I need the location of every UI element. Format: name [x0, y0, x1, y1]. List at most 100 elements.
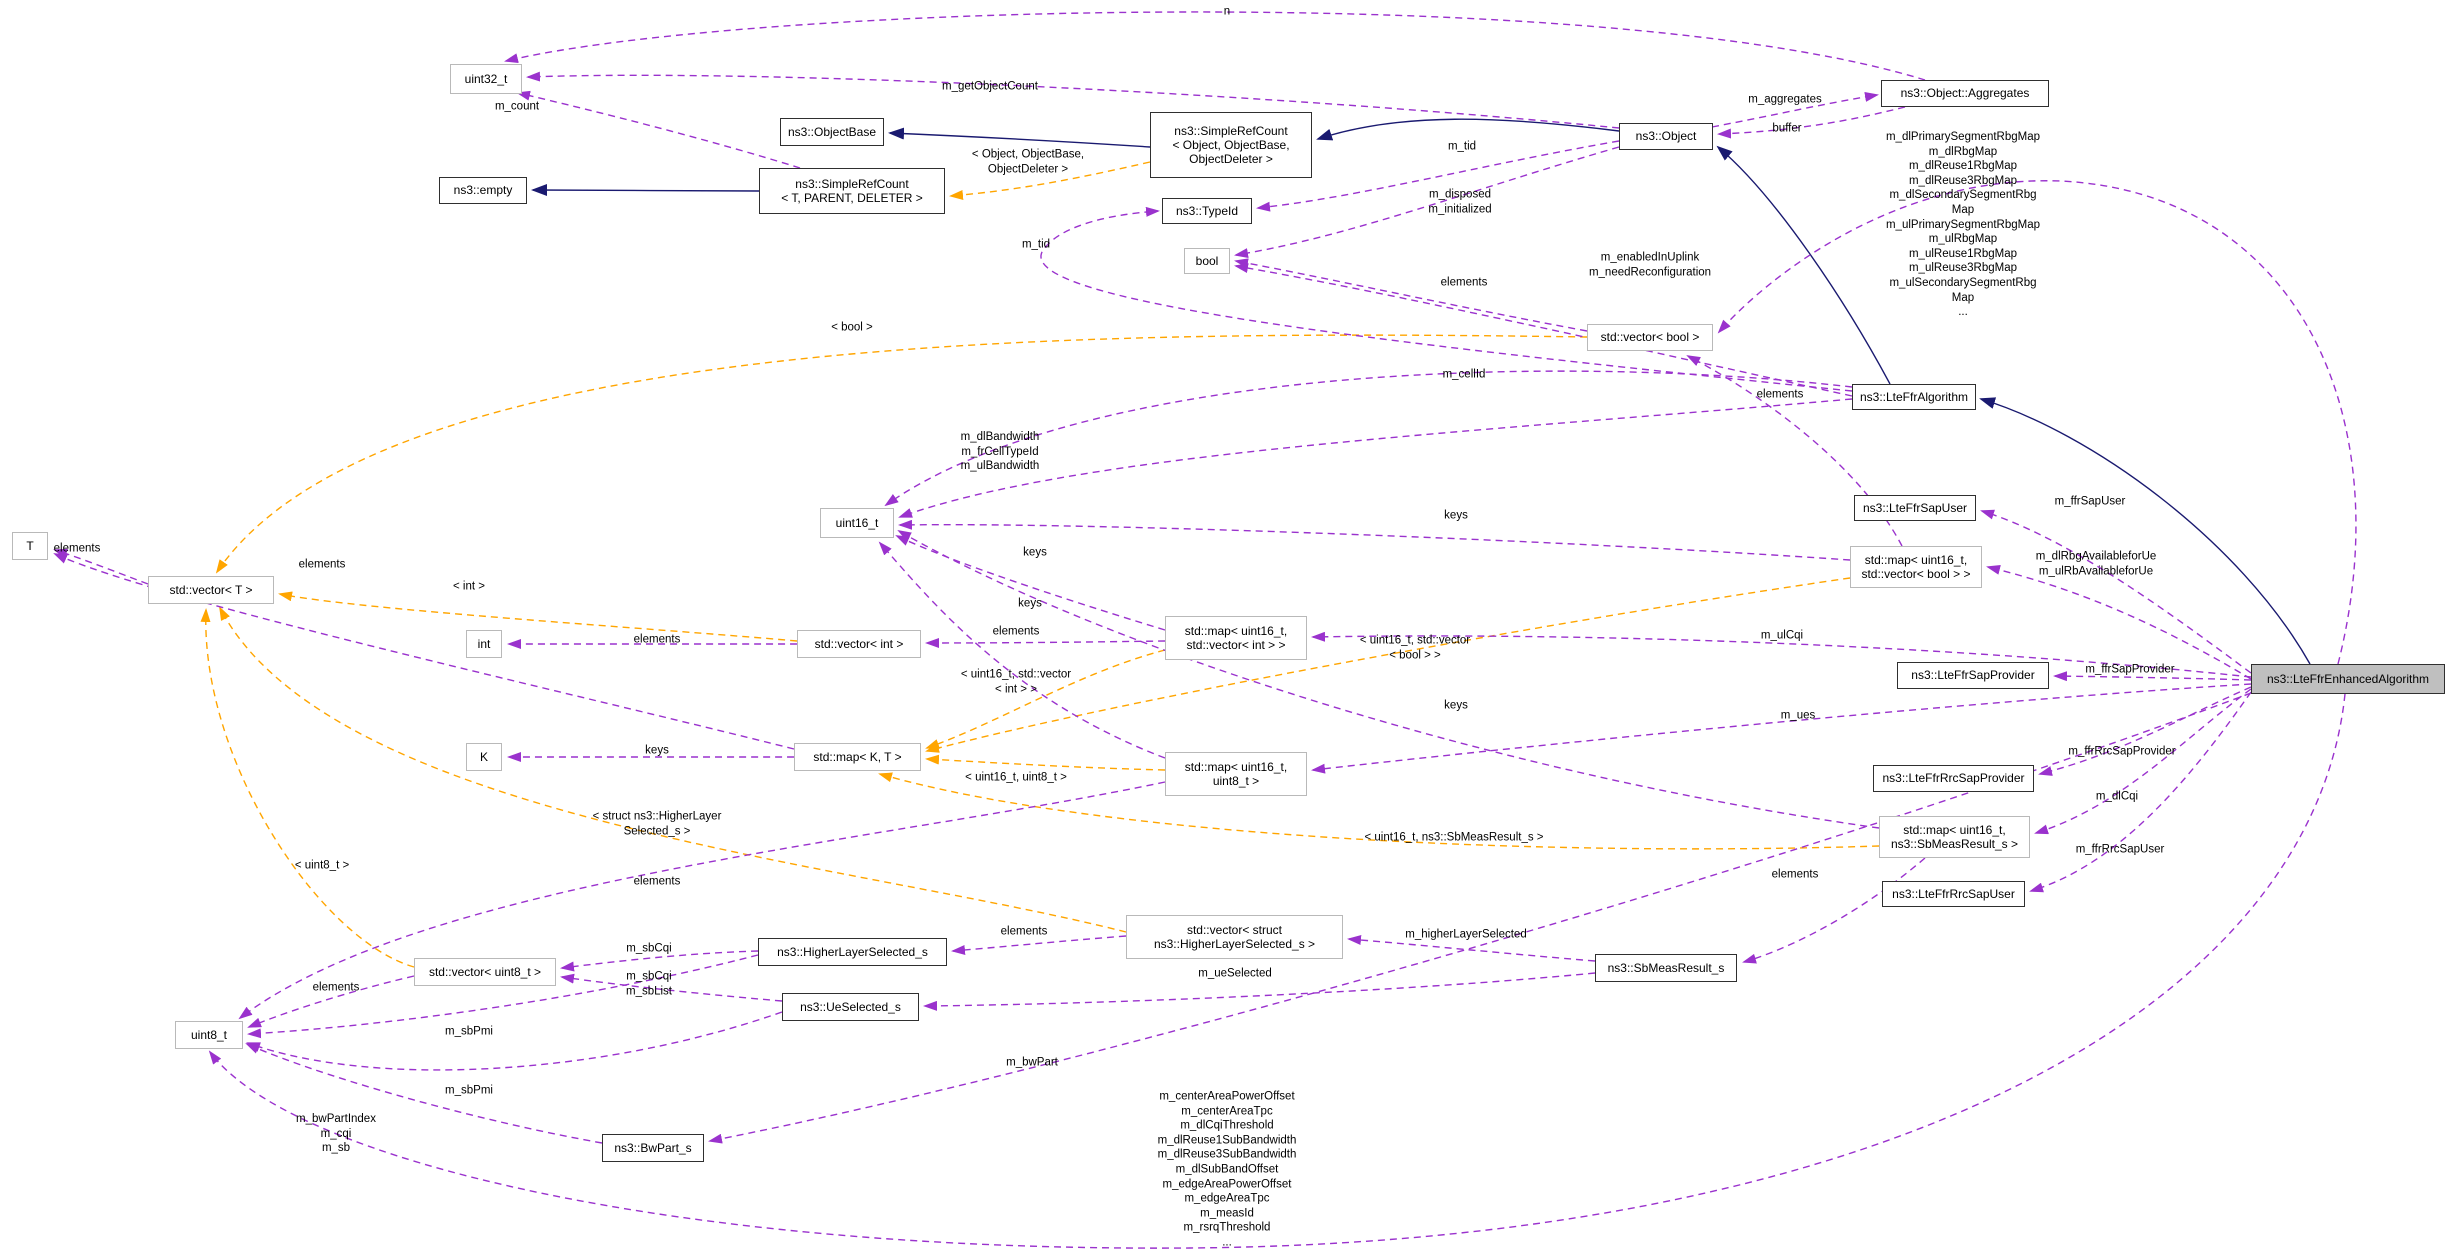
edge-label-28: m_ulCqi — [1760, 629, 1804, 642]
edge-member-keys-mapuint8-to-uint16 — [878, 541, 1166, 759]
node-std-map-uint16-vector-int: std::map< uint16_t, std::vector< int > > — [1165, 616, 1307, 660]
edge-label-18: m_dlRbgAvailableforUe m_ulRbAvailablefor… — [2035, 550, 2157, 577]
node-uint8-t: uint8_t — [175, 1021, 243, 1049]
edge-label-5: m_tid — [1447, 140, 1477, 153]
edge-member-m-ueselected — [923, 972, 1596, 1011]
node-ns3-simplerefcount-object[interactable]: ns3::SimpleRefCount < Object, ObjectBase… — [1150, 112, 1312, 178]
edge-member-elements-mapsbmeas-to-sbmeas — [1742, 857, 1926, 964]
edge-tmpl-simplerefcount-args — [949, 161, 1151, 200]
node-std-map-uint16-uint8: std::map< uint16_t, uint8_t > — [1165, 752, 1307, 796]
node-ns3-typeid[interactable]: ns3::TypeId — [1162, 198, 1252, 224]
edge-label-34: m_ffrRrcSapProvider — [2068, 745, 2176, 758]
edge-member-m-sbpmi-hls — [247, 954, 759, 1039]
edge-label-38: < uint16_t, ns3::SbMeasResult_s > — [1364, 831, 1544, 844]
edge-member-bottom-attribute-list — [208, 693, 2346, 1249]
node-std-map-uint16-sbmeasresult: std::map< uint16_t, ns3::SbMeasResult_s … — [1879, 816, 2030, 858]
edge-member-elements-mapint-to-vectorint — [925, 637, 1166, 648]
edge-member-m-dlrbgavailableforue — [1986, 564, 2252, 680]
edge-member-m-count — [516, 90, 801, 169]
edge-member-m-sbcqi-m-sblist-ue — [560, 973, 783, 1002]
node-ns3-object-aggregates[interactable]: ns3::Object::Aggregates — [1881, 80, 2049, 107]
edge-member-m-ffrsapprovider — [2053, 671, 2252, 682]
node-ns3-lteffrrrcsapprovider[interactable]: ns3::LteFfrRrcSapProvider — [1873, 765, 2034, 792]
edge-label-3: m_aggregates — [1748, 93, 1822, 106]
edge-member-elements-vectorbool-to-bool — [1234, 258, 1588, 332]
edge-label-13: m_cellId — [1442, 368, 1486, 381]
edge-inherit-object-to-simplerefcount — [1316, 118, 1620, 141]
node-ns3-lteffralgorithm[interactable]: ns3::LteFfrAlgorithm — [1852, 384, 1976, 410]
node-ns3-lteffrenhancedalgorithm: ns3::LteFfrEnhancedAlgorithm — [2251, 664, 2445, 694]
edge-label-2: m_count — [494, 100, 540, 113]
edge-member-keys-mapsbmeas-to-uint16 — [897, 530, 1880, 829]
edge-label-37: < struct ns3::HigherLayer Selected_s > — [592, 810, 722, 837]
node-ns3-simplerefcount-t[interactable]: ns3::SimpleRefCount < T, PARENT, DELETER… — [759, 168, 945, 214]
edge-tmpl-map-uint16-uint8 — [925, 754, 1166, 771]
node-std-map-uint16-vector-bool: std::map< uint16_t, std::vector< bool > … — [1850, 546, 1982, 588]
edge-member-elements-vectorhls-to-hls — [951, 935, 1127, 955]
edge-label-19: elements — [53, 542, 101, 555]
edge-label-48: m_sbPmi — [445, 1025, 493, 1038]
edge-label-11: m_dlPrimarySegmentRbgMap m_dlRbgMap m_dl… — [1885, 131, 2041, 319]
edge-member-rbgmap-list — [1717, 180, 2357, 665]
edge-label-1: m_getObjectCount — [942, 80, 1038, 93]
edge-label-9: m_enabledInUplink m_needReconfiguration — [1588, 251, 1712, 278]
edge-member-m-higherlayerselected — [1347, 935, 1596, 962]
node-std-vector-int: std::vector< int > — [797, 630, 921, 658]
node-t: T — [12, 532, 48, 560]
edge-label-46: m_ueSelected — [1198, 967, 1272, 980]
edge-label-25: elements — [992, 625, 1040, 638]
edge-tmpl-vector-uint8 — [200, 608, 415, 968]
node-std-vector-bool: std::vector< bool > — [1587, 324, 1713, 351]
edge-label-41: elements — [1771, 868, 1819, 881]
node-ns3-object[interactable]: ns3::Object — [1619, 123, 1713, 150]
edge-member-elements-mapbool-to-vectorbool — [1686, 355, 1903, 547]
edge-tmpl-vector-bool — [215, 334, 1588, 574]
edge-label-27: < uint16_t, std::vector < bool > > — [1359, 634, 1471, 661]
edge-member-n — [504, 11, 1926, 81]
edge-label-21: < int > — [453, 580, 485, 593]
edge-label-7: m_disposed m_initialized — [1428, 188, 1492, 215]
node-k: K — [466, 743, 502, 771]
edge-member-m-dlbandwidth — [898, 398, 1853, 518]
node-ns3-lteffrsapprovider[interactable]: ns3::LteFfrSapProvider — [1897, 662, 2049, 689]
edge-member-m-ffrrrcsapprovider — [2038, 686, 2252, 776]
node-ns3-empty[interactable]: ns3::empty — [439, 177, 527, 204]
edge-label-8: m_tid — [1021, 238, 1051, 251]
edge-tmpl-vector-higherlayerselected — [219, 606, 1127, 933]
edge-inherit-simplerefcount-to-objectbase — [888, 127, 1151, 148]
edge-member-m-ffrrrcsapuser — [2029, 691, 2252, 893]
edge-tmpl-vector-int — [278, 591, 798, 642]
edge-member-m-ffrsapuser — [1980, 509, 2252, 674]
edge-label-44: m_sbCqi — [626, 942, 672, 955]
edge-label-36: m_ffrRrcSapUser — [2075, 843, 2165, 856]
edge-label-0: n — [1223, 5, 1231, 18]
edge-label-6: < Object, ObjectBase, ObjectDeleter > — [971, 148, 1085, 175]
edge-label-16: keys — [1444, 509, 1468, 522]
node-uint32-t: uint32_t — [450, 64, 522, 94]
edge-member-m-sbpmi-ue — [246, 1011, 783, 1071]
node-ns3-lteffrsapuser[interactable]: ns3::LteFfrSapUser — [1854, 495, 1976, 521]
node-std-vector-uint8: std::vector< uint8_t > — [414, 958, 556, 986]
edge-member-m-ues — [1311, 683, 2252, 774]
node-std-map-k-t: std::map< K, T > — [794, 743, 921, 771]
edge-label-50: m_bwPart — [1006, 1056, 1058, 1069]
edge-inherit-target-to-lteffralgorithm — [1979, 397, 2311, 665]
edge-label-17: m_ffrSapUser — [2054, 495, 2126, 508]
node-ns3-bwpart-s[interactable]: ns3::BwPart_s — [602, 1134, 704, 1162]
edge-member-m-getobjectcount — [526, 71, 1620, 129]
edge-label-29: m_ffrSapProvider — [2085, 663, 2175, 676]
node-ns3-higherlayerselected-s[interactable]: ns3::HigherLayerSelected_s — [758, 938, 947, 966]
edge-tmpl-map-uint16-vector-bool — [925, 577, 1851, 753]
edge-label-12: < bool > — [831, 321, 873, 334]
node-ns3-sbmeasresult-s[interactable]: ns3::SbMeasResult_s — [1595, 954, 1737, 982]
node-ns3-lteffrrrcsapuser[interactable]: ns3::LteFfrRrcSapUser — [1882, 881, 2025, 907]
edge-inherit-simplerefcountT-to-empty — [531, 184, 760, 197]
edge-member-m-ulcqi — [1311, 631, 2252, 678]
edge-label-10: elements — [1440, 276, 1488, 289]
edge-label-23: keys — [1018, 597, 1042, 610]
node-ns3-objectbase[interactable]: ns3::ObjectBase — [780, 118, 884, 146]
node-ns3-ueselected-s[interactable]: ns3::UeSelected_s — [782, 993, 919, 1021]
edge-member-elements-mapuint8-to-uint8 — [238, 781, 1166, 1020]
edge-label-31: < uint16_t, uint8_t > — [965, 771, 1067, 784]
